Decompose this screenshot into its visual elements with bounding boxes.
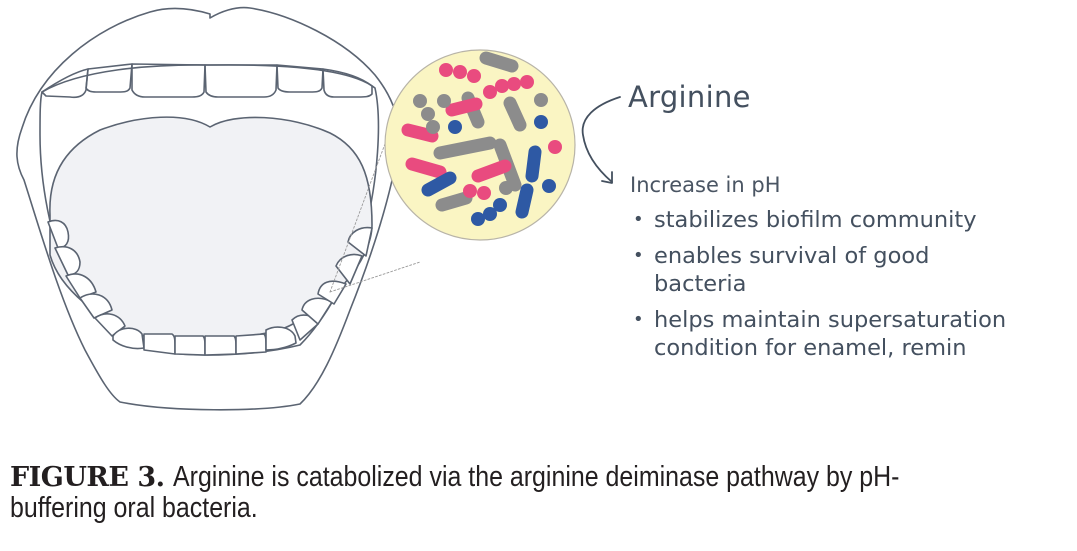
effect-heading: Increase in pH xyxy=(630,173,781,197)
arginine-title: Arginine xyxy=(628,80,751,114)
upper-teeth xyxy=(41,63,373,99)
bacterium-blue-rod xyxy=(525,145,542,183)
bacterium-blue-rod xyxy=(421,171,457,197)
bullet-text: stabilizes biofilm community xyxy=(654,207,977,233)
bullet-text-continued: bacteria xyxy=(654,271,747,297)
bullet-text: enables survival of good xyxy=(654,243,930,269)
bacteria-cocci xyxy=(413,63,562,226)
bullet-text-continued: condition for enamel, remin xyxy=(654,335,967,361)
bacterium-gray-rod xyxy=(433,136,497,160)
lower-teeth xyxy=(47,219,373,356)
bacterium-gray-rod xyxy=(435,191,473,212)
outer-lips xyxy=(16,6,400,411)
bacterium-blue-rod xyxy=(515,183,534,219)
bacterium-gray-rod xyxy=(479,51,519,73)
bacterium-gray-rod xyxy=(503,96,527,132)
caption-line-1: Arginine is catabolized via the arginine… xyxy=(172,461,900,493)
bacterium-pink-rod xyxy=(445,97,483,117)
bacterium-pink-rod xyxy=(405,157,447,179)
figure-caption: FIGURE 3. Arginine is catabolized via th… xyxy=(10,462,1070,524)
bullet-dot-icon: • xyxy=(633,209,644,230)
biofilm-magnifier-circle xyxy=(384,49,576,241)
bullet-text: helps maintain supersaturation xyxy=(654,307,1007,333)
caption-line-2: buffering oral bacteria. xyxy=(10,492,258,524)
bacterium-pink-rod xyxy=(471,159,512,183)
mouth-biofilm-illustration xyxy=(16,6,621,411)
bullet-dot-icon: • xyxy=(633,245,644,266)
bacterium-pink-rod xyxy=(401,123,439,143)
zoom-line-bottom xyxy=(329,261,421,293)
zoom-line-top xyxy=(329,124,393,293)
bullet-dot-icon: • xyxy=(633,309,644,330)
curved-arrow-icon xyxy=(581,96,621,184)
figure-label: FIGURE 3. xyxy=(10,462,165,493)
